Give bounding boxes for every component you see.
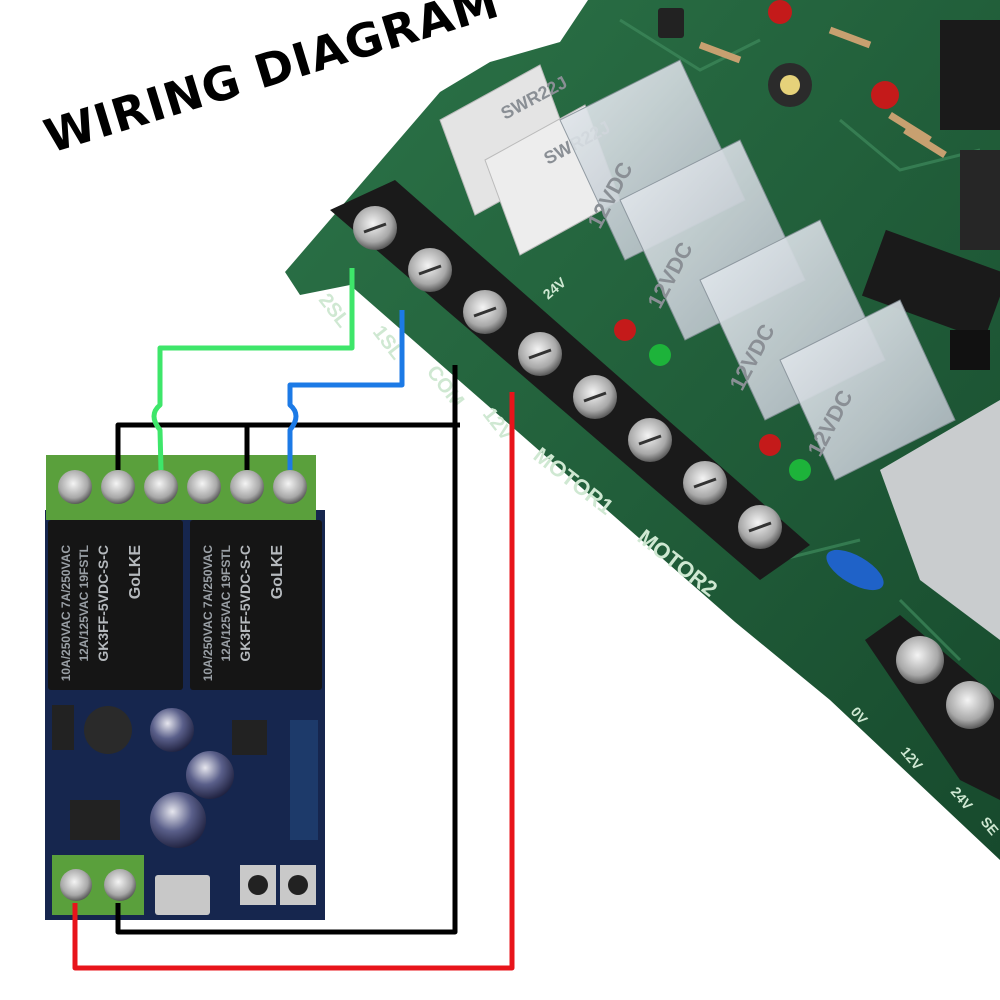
module-top-screw-4	[187, 470, 221, 504]
led-red-right	[871, 81, 899, 109]
wire-black-gnd	[115, 365, 458, 935]
module-top-screw-5	[230, 470, 264, 504]
ic-chip-top	[940, 20, 1000, 130]
svg-text:12A/125VAC 19FSTL: 12A/125VAC 19FSTL	[77, 545, 91, 662]
relay-module: 10A/250VAC 7A/250VAC 12A/125VAC 19FSTL G…	[45, 455, 325, 920]
ic-chip-side	[960, 150, 1000, 250]
blue-capacitor	[826, 549, 884, 591]
svg-text:12A/125VAC 19FSTL: 12A/125VAC 19FSTL	[219, 545, 233, 662]
module-power-screw-2	[104, 869, 136, 901]
capacitor-1	[150, 708, 194, 752]
resistors	[698, 26, 947, 158]
led-green-1	[649, 344, 671, 366]
transistor	[658, 8, 684, 38]
regulator-chip	[70, 800, 120, 840]
wire-black-bus	[115, 422, 460, 470]
module-relay-1: 10A/250VAC 7A/250VAC 12A/125VAC 19FSTL G…	[48, 520, 183, 690]
module-top-screw-2	[101, 470, 135, 504]
module-power-screw-1	[60, 869, 92, 901]
inductor	[84, 706, 132, 754]
rf-module	[290, 720, 318, 840]
module-top-screws	[58, 470, 307, 504]
button-2-cap	[288, 875, 308, 895]
wire-red-12v	[72, 392, 515, 971]
module-top-screw-6	[273, 470, 307, 504]
lower-screw-2	[946, 681, 994, 729]
potentiometer-knob	[780, 75, 800, 95]
heatsink	[880, 400, 1000, 640]
small-chip	[950, 330, 990, 370]
led-red-1	[614, 319, 636, 341]
led-green-2	[789, 459, 811, 481]
svg-text:GoLKE: GoLKE	[269, 545, 286, 600]
led-red-2	[759, 434, 781, 456]
capacitor-2	[186, 751, 234, 799]
terminal-label-2sl: 2SL	[314, 290, 354, 332]
screw-slots	[363, 222, 772, 533]
mcu-chip	[232, 720, 267, 755]
capacitor-3	[150, 792, 206, 848]
svg-text:GK3FF-5VDC-S-C: GK3FF-5VDC-S-C	[95, 545, 111, 662]
module-relay-2: 10A/250VAC 7A/250VAC 12A/125VAC 19FSTL G…	[190, 520, 322, 690]
lower-screw-1	[896, 636, 944, 684]
module-components	[52, 705, 318, 915]
svg-text:10A/250VAC 7A/250VAC: 10A/250VAC 7A/250VAC	[201, 545, 215, 682]
controller-components	[614, 0, 1000, 640]
svg-text:GK3FF-5VDC-S-C: GK3FF-5VDC-S-C	[237, 545, 253, 662]
diode	[52, 705, 74, 750]
module-top-screw-1	[58, 470, 92, 504]
wire-blue-1sl	[287, 310, 405, 470]
controller-terminal-block: 2SL 1SL COM 12V MOTOR1 MOTOR2 24V	[314, 180, 810, 602]
module-top-screw-3	[144, 470, 178, 504]
ic-chip-mid	[861, 229, 1000, 341]
button-1-cap	[248, 875, 268, 895]
svg-text:GoLKE: GoLKE	[127, 545, 144, 600]
controller-relay-4: 12VDC	[779, 299, 956, 481]
micro-usb-port	[155, 875, 210, 915]
wires	[72, 268, 515, 971]
led-red-top	[768, 0, 792, 24]
controller-board: SWR22J SWR22J 12VDC 12VDC 12VDC	[285, 0, 1000, 860]
wire-green-2sl	[151, 268, 355, 471]
svg-text:10A/250VAC 7A/250VAC: 10A/250VAC 7A/250VAC	[59, 545, 73, 682]
controller-relays: 12VDC 12VDC 12VDC 12VDC	[559, 59, 956, 481]
